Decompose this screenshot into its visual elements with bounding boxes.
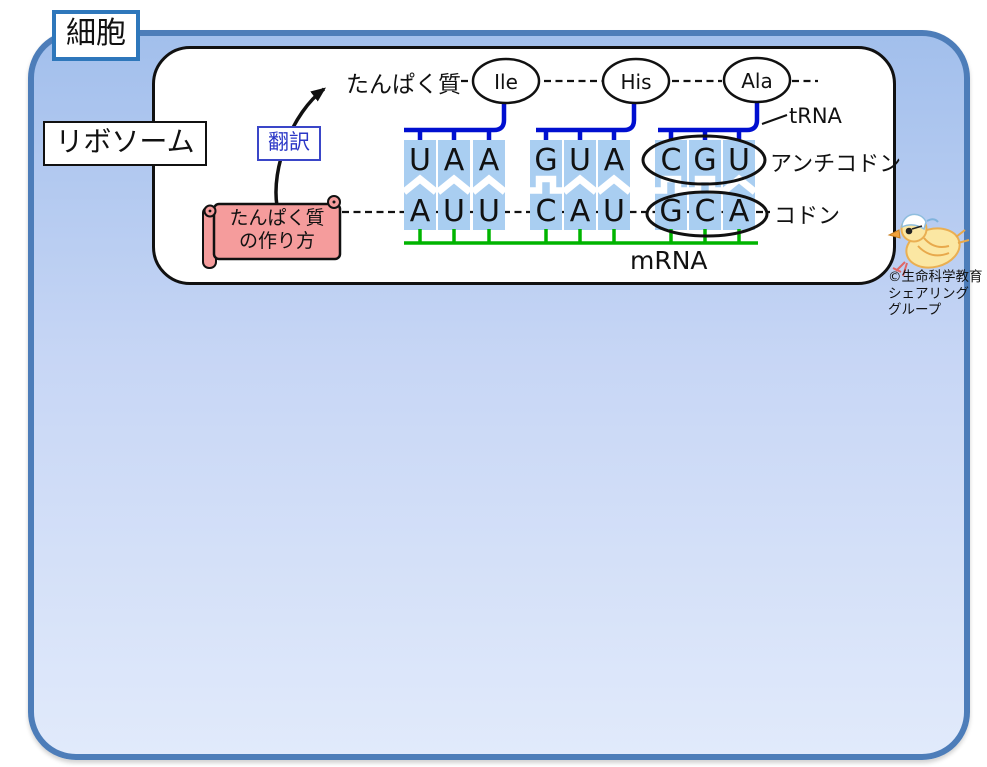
scroll-title-line1: たんぱく質 — [229, 207, 325, 229]
codon-base: C — [535, 194, 557, 229]
codon-base: A — [409, 194, 431, 229]
anticodon-base: A — [443, 143, 465, 178]
anticodon-base: U — [569, 143, 591, 178]
amino-acid-ala: Ala — [741, 69, 773, 93]
codon-label: コドン — [774, 204, 841, 229]
trna-label: tRNA — [789, 104, 842, 128]
mrna-label: mRNA — [630, 246, 708, 275]
anticodon-base: G — [693, 143, 717, 178]
credit-line2: シェアリング — [888, 285, 969, 302]
anticodon-base: A — [603, 143, 625, 178]
cell-label: 細胞 — [52, 10, 140, 61]
credit-line3: グループ — [888, 302, 942, 318]
ribosome-label: リボソーム — [43, 121, 207, 166]
anticodon-base: G — [534, 143, 558, 178]
translation-label: 翻訳 — [257, 126, 321, 162]
anticodon-base: U — [409, 143, 431, 178]
anticodon-label: アンチコドン — [770, 152, 902, 177]
anticodon-base: A — [478, 143, 500, 178]
scroll-title-line2: の作り方 — [238, 230, 316, 252]
codon-base: U — [478, 194, 500, 229]
codon-base: U — [443, 194, 465, 229]
protein-label: たんぱく質 — [346, 72, 461, 98]
codon-base: A — [728, 194, 750, 229]
codon-base: G — [659, 194, 683, 229]
anticodon-base: U — [728, 143, 750, 178]
anticodon-base: C — [660, 143, 682, 178]
credit-text: ©生命科学教育 シェアリング グループ — [888, 269, 983, 319]
codon-base: C — [694, 194, 716, 229]
codon-base: U — [603, 194, 625, 229]
codon-base: A — [569, 194, 591, 229]
credit-line1: ©生命科学教育 — [888, 269, 983, 285]
amino-acid-his: His — [620, 70, 652, 94]
amino-acid-ile: Ile — [494, 70, 518, 94]
